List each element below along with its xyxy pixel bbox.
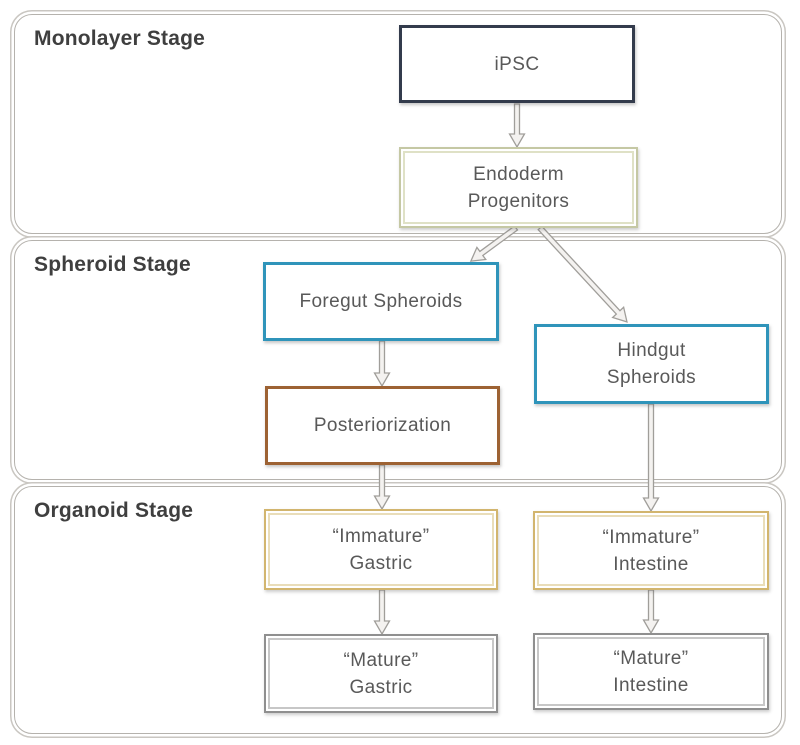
node-immature-gastric-line2: Gastric — [349, 552, 413, 574]
node-endoderm-progenitors-line2: Progenitors — [467, 190, 570, 212]
node-endoderm-progenitors: Endoderm Progenitors — [399, 147, 638, 228]
node-immature-intestine-line1: “Immature” — [602, 526, 700, 548]
node-mature-intestine: “Mature” Intestine — [533, 633, 769, 710]
node-mature-intestine-line2: Intestine — [613, 674, 689, 696]
node-immature-intestine-line2: Intestine — [613, 553, 689, 575]
node-mature-intestine-line1: “Mature” — [613, 647, 689, 669]
node-hindgut-spheroids-line2: Spheroids — [606, 367, 697, 388]
node-mature-gastric: “Mature” Gastric — [264, 634, 498, 713]
node-endoderm-progenitors-line1: Endoderm — [473, 163, 564, 185]
node-foregut-spheroids-label: Foregut Spheroids — [299, 291, 463, 312]
node-ipsc: iPSC — [399, 25, 635, 103]
node-posteriorization: Posteriorization — [265, 386, 500, 465]
node-hindgut-spheroids-line1: Hindgut — [617, 340, 686, 361]
node-posteriorization-label: Posteriorization — [313, 415, 452, 436]
stage-title-monolayer: Monolayer Stage — [34, 27, 206, 50]
stage-title-organoid: Organoid Stage — [34, 499, 194, 522]
node-mature-gastric-line1: “Mature” — [343, 649, 419, 671]
node-immature-intestine: “Immature” Intestine — [533, 511, 769, 590]
stage-title-spheroid: Spheroid Stage — [34, 253, 191, 276]
node-mature-gastric-line2: Gastric — [349, 676, 413, 698]
node-immature-gastric-line1: “Immature” — [332, 525, 430, 547]
node-hindgut-spheroids: Hindgut Spheroids — [534, 324, 769, 404]
stage-container-monolayer: Monolayer Stage — [14, 14, 782, 234]
node-immature-gastric: “Immature” Gastric — [264, 509, 498, 590]
node-ipsc-label: iPSC — [494, 53, 540, 75]
node-foregut-spheroids: Foregut Spheroids — [263, 262, 499, 341]
